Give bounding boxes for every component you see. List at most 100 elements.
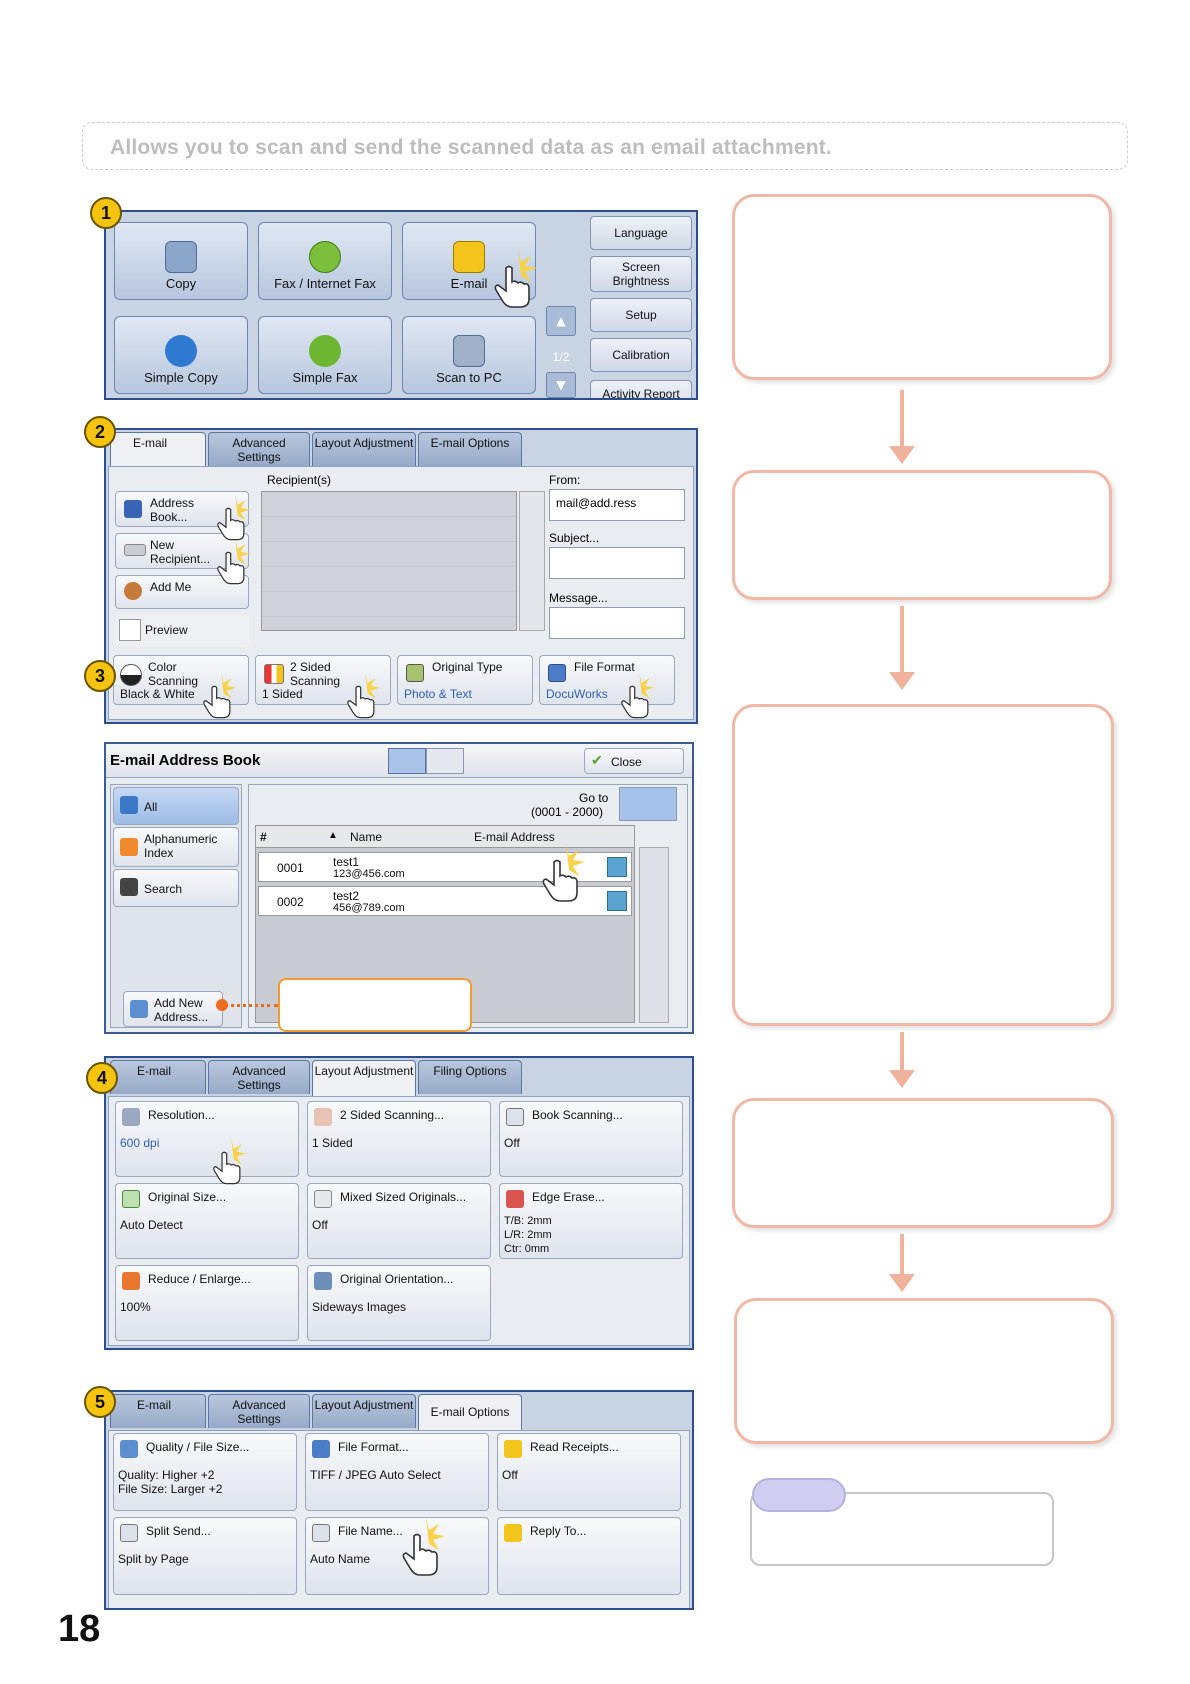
file-format-button[interactable]: File Format DocuWorks <box>539 655 675 705</box>
simple-copy-icon <box>165 335 197 367</box>
recipients-label: Recipient(s) <box>267 473 332 487</box>
tab-advanced-settings[interactable]: Advanced Settings <box>208 432 310 466</box>
close-button[interactable]: ✔ Close <box>584 748 684 774</box>
address-scrollbar[interactable] <box>639 847 669 1023</box>
read-receipts-button[interactable]: Read Receipts... Off <box>497 1433 681 1511</box>
edge-erase-button[interactable]: Edge Erase... T/B: 2mm L/R: 2mm Ctr: 0mm <box>499 1183 683 1259</box>
resolution-icon <box>122 1108 140 1126</box>
file-name-button[interactable]: File Name... Auto Name <box>305 1517 489 1595</box>
split-send-button[interactable]: Split Send... Split by Page <box>113 1517 297 1595</box>
flow-arrowhead <box>889 672 915 690</box>
address-book-icon <box>124 500 142 518</box>
original-size-button[interactable]: Original Size... Auto Detect <box>115 1183 299 1259</box>
subject-label: Subject... <box>549 531 600 545</box>
goto-range: (0001 - 2000) <box>531 805 604 819</box>
header-banner <box>82 122 1128 170</box>
grid-view-button[interactable] <box>426 748 464 774</box>
quality-file-size-button[interactable]: Quality / File Size... Quality: Higher +… <box>113 1433 297 1511</box>
add-new-address-button[interactable]: Add New Address... <box>123 991 223 1027</box>
alphanumeric-icon <box>120 838 138 856</box>
subject-field[interactable] <box>549 547 685 579</box>
flow-step-1-box <box>732 194 1112 380</box>
simple-copy-button[interactable]: Simple Copy <box>114 316 248 394</box>
alphanumeric-index-button[interactable]: Alphanumeric Index <box>113 827 239 867</box>
calibration-button[interactable]: Calibration <box>590 338 692 372</box>
color-scanning-button[interactable]: Color Scanning Black & White <box>113 655 249 705</box>
preview-checkbox-box <box>119 619 141 641</box>
reduce-enlarge-button[interactable]: Reduce / Enlarge... 100% <box>115 1265 299 1341</box>
language-button[interactable]: Language <box>590 216 692 250</box>
pointer-hand-icon <box>542 844 585 902</box>
original-type-button[interactable]: Original Type Photo & Text <box>397 655 533 705</box>
activity-report-button[interactable]: Activity Report <box>590 380 692 398</box>
col-name-header[interactable]: Name <box>350 830 383 844</box>
screen-brightness-button[interactable]: Screen Brightness <box>590 256 692 292</box>
pointer-hand-icon <box>621 673 655 719</box>
file-format-button[interactable]: File Format... TIFF / JPEG Auto Select <box>305 1433 489 1511</box>
from-field[interactable]: mail@add.ress <box>549 489 685 521</box>
simple-fax-button[interactable]: Simple Fax <box>258 316 392 394</box>
step-badge-5: 5 <box>84 1386 116 1418</box>
search-button[interactable]: Search <box>113 869 239 907</box>
user-icon <box>124 582 142 600</box>
tab-email[interactable]: E-mail <box>110 432 206 470</box>
col-email-header[interactable]: E-mail Address <box>474 830 555 844</box>
email-icon <box>453 241 485 273</box>
scan-to-pc-icon <box>453 335 485 367</box>
goto-field[interactable] <box>619 787 677 821</box>
details-icon[interactable] <box>607 891 627 911</box>
email-options-content: Quality / File Size... Quality: Higher +… <box>108 1430 690 1608</box>
read-receipts-icon <box>504 1440 522 1458</box>
flow-step-3-box <box>732 704 1114 1026</box>
two-sided-scanning-button[interactable]: 2 Sided Scanning 1 Sided <box>255 655 391 705</box>
tab-layout-adjustment[interactable]: Layout Adjustment <box>312 432 416 466</box>
tab-advanced-settings[interactable]: Advanced Settings <box>208 1394 310 1428</box>
add-address-icon <box>130 1000 148 1018</box>
setup-button[interactable]: Setup <box>590 298 692 332</box>
tab-email[interactable]: E-mail <box>110 1060 206 1094</box>
original-size-icon <box>122 1190 140 1208</box>
address-book-button[interactable]: Address Book... <box>115 491 249 527</box>
tab-email-options[interactable]: E-mail Options <box>418 1394 522 1432</box>
list-view-button[interactable] <box>388 748 426 774</box>
book-scanning-button[interactable]: Book Scanning... Off <box>499 1101 683 1177</box>
two-sided-icon <box>264 664 284 684</box>
all-filter-button[interactable]: All <box>113 787 239 825</box>
recipient-scrollbar[interactable] <box>519 491 545 631</box>
fax-internet-fax-button[interactable]: Fax / Internet Fax <box>258 222 392 300</box>
scroll-down-button[interactable]: ▼ <box>546 372 576 398</box>
original-orientation-button[interactable]: Original Orientation... Sideways Images <box>307 1265 491 1341</box>
header-text: Allows you to scan and send the scanned … <box>110 136 832 159</box>
callout-connector <box>224 1004 278 1007</box>
scroll-up-button[interactable]: ▲ <box>546 306 576 336</box>
flow-arrow <box>900 390 904 448</box>
message-label: Message... <box>549 591 608 605</box>
preview-checkbox[interactable]: Preview <box>115 615 249 647</box>
details-icon[interactable] <box>607 857 627 877</box>
file-format-icon <box>548 664 566 682</box>
sort-ascending-icon: ▲ <box>328 830 338 841</box>
tab-layout-adjustment[interactable]: Layout Adjustment <box>312 1394 416 1428</box>
recipient-list[interactable] <box>261 491 517 631</box>
mixed-sized-icon <box>314 1190 332 1208</box>
tab-advanced-settings[interactable]: Advanced Settings <box>208 1060 310 1094</box>
reduce-enlarge-icon <box>122 1272 140 1290</box>
two-sided-scanning-button[interactable]: 2 Sided Scanning... 1 Sided <box>307 1101 491 1177</box>
copy-button[interactable]: Copy <box>114 222 248 300</box>
tab-layout-adjustment[interactable]: Layout Adjustment <box>312 1060 416 1098</box>
scan-to-pc-button[interactable]: Scan to PC <box>402 316 536 394</box>
message-field[interactable] <box>549 607 685 639</box>
mixed-sized-originals-button[interactable]: Mixed Sized Originals... Off <box>307 1183 491 1259</box>
tab-email-options[interactable]: E-mail Options <box>418 432 522 466</box>
tab-email[interactable]: E-mail <box>110 1394 206 1428</box>
col-number-header[interactable]: # <box>260 830 267 844</box>
reply-to-button[interactable]: Reply To... <box>497 1517 681 1595</box>
email-screen-panel: E-mail Advanced Settings Layout Adjustme… <box>104 428 698 724</box>
pointer-hand-icon <box>203 673 237 719</box>
table-header: # ▲ Name E-mail Address <box>256 826 634 848</box>
flow-arrow <box>900 1032 904 1072</box>
tab-filing-options[interactable]: Filing Options <box>418 1060 522 1094</box>
home-screen-panel: Copy Fax / Internet Fax E-mail Simple Co… <box>104 210 698 400</box>
email-content: Recipient(s) Address Book... New Recipie… <box>108 466 694 720</box>
resolution-button[interactable]: Resolution... 600 dpi <box>115 1101 299 1177</box>
